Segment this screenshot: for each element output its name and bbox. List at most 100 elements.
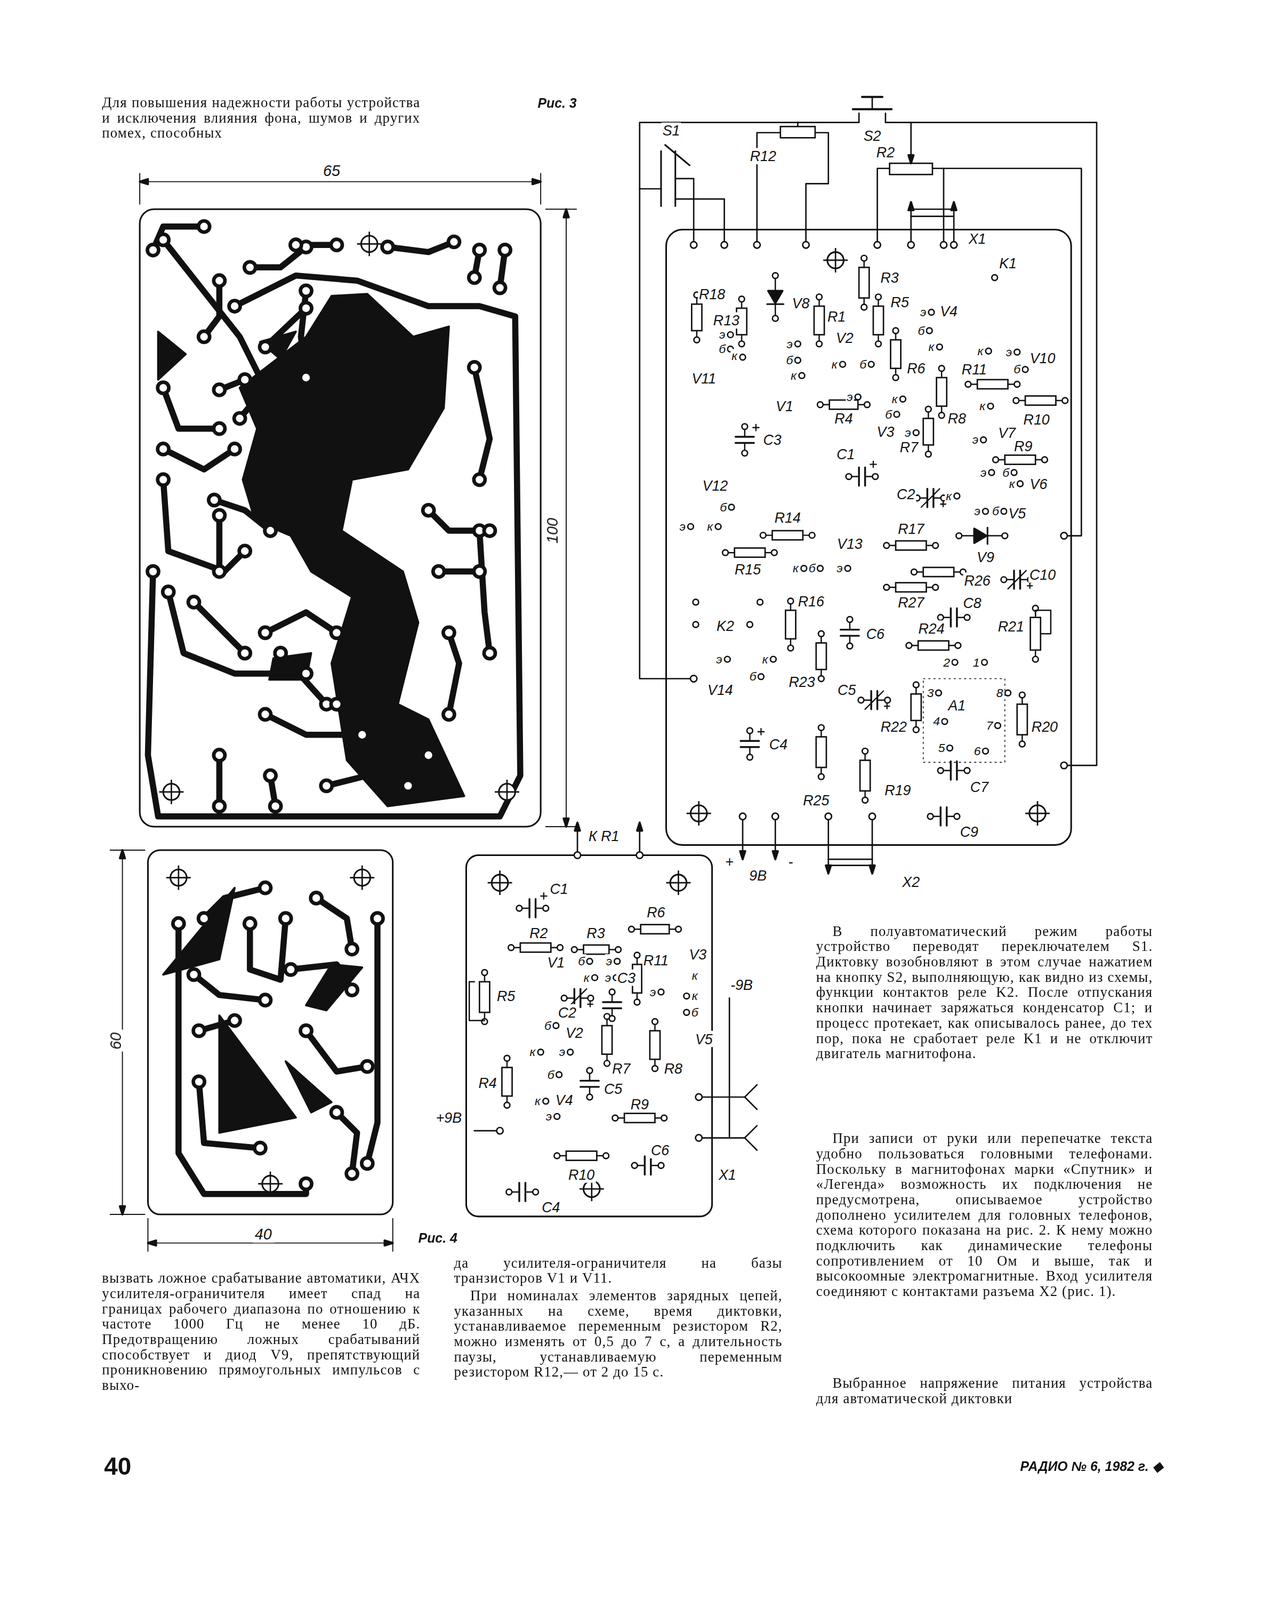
pcb-pad <box>213 749 225 761</box>
body-text: При номиналах элементов зарядных цепей, … <box>454 1287 783 1380</box>
pin-pad <box>661 1114 667 1121</box>
body-text: В полуавтоматический режим работы устрой… <box>816 923 1153 1061</box>
component-label: R27 <box>896 593 925 611</box>
pcb-trace <box>153 226 205 251</box>
pcb-pad <box>300 285 312 297</box>
diode-symbol <box>768 290 783 303</box>
pin-pad <box>1022 366 1029 373</box>
pcb-pad <box>279 912 292 924</box>
pin-label: б <box>858 357 868 372</box>
component-label: R3 <box>585 924 606 941</box>
pin-pad <box>722 549 729 556</box>
component-label: C3 <box>616 969 637 986</box>
resistor-symbol <box>583 944 610 954</box>
pin-pad <box>557 944 563 951</box>
resistor-symbol <box>772 530 803 540</box>
pcb-trace <box>474 367 490 480</box>
pcb-pad <box>275 647 287 659</box>
arrowhead <box>637 822 643 831</box>
component-label: R9 <box>1012 437 1034 455</box>
component-label: R20 <box>1030 718 1059 735</box>
pin-pad <box>770 656 777 663</box>
pin-label: 8 <box>995 685 1005 701</box>
resistor-symbol <box>520 942 551 952</box>
wire <box>943 168 945 246</box>
dimension-extension <box>545 825 577 827</box>
pin-pad <box>586 1067 593 1074</box>
pin-pad <box>746 621 753 628</box>
pin-pad <box>753 241 761 248</box>
trimmer-arrow <box>921 488 940 508</box>
board-outline <box>666 229 1072 846</box>
pin-pad <box>567 1048 574 1055</box>
pcb-pad <box>254 1141 266 1154</box>
pcb-pad <box>290 239 302 251</box>
pin-pad <box>505 1188 512 1195</box>
pcb-outline <box>147 849 393 1214</box>
pcb-trace <box>316 897 352 949</box>
pin-pad <box>693 599 699 606</box>
copper-area <box>158 331 187 380</box>
dimension-extension <box>392 1218 394 1251</box>
pin-pad <box>816 293 823 300</box>
wire <box>728 997 731 1138</box>
pin-pad <box>875 293 882 300</box>
pcb-pad <box>193 1075 205 1088</box>
pin-pad <box>862 747 868 754</box>
pin-pad <box>816 340 823 347</box>
component-label: V3 <box>688 945 709 963</box>
resistor-symbol <box>936 377 947 407</box>
polarity-mark <box>872 461 874 468</box>
pcb-pad <box>264 769 277 782</box>
component-label: C10 <box>1028 566 1057 583</box>
pin-pad <box>772 272 779 279</box>
component-label: R10 <box>567 1165 596 1183</box>
pcb-trace <box>194 974 266 1000</box>
pin-pad <box>980 436 987 443</box>
pin-pad <box>652 1018 658 1025</box>
component-label: V5 <box>694 1030 714 1048</box>
pin-pad <box>614 958 621 964</box>
pin-pad <box>1001 576 1008 583</box>
pcb-trace <box>178 923 307 1194</box>
pin-label: к <box>890 391 899 407</box>
pcb-pad <box>346 943 358 955</box>
component-label: + <box>723 853 735 870</box>
pin-label: б <box>916 323 927 339</box>
component-label: R8 <box>663 1059 684 1077</box>
component-label: R7 <box>898 438 920 456</box>
switch-contact <box>858 113 860 123</box>
pcb-pad <box>234 412 246 424</box>
pin-pad <box>873 241 881 248</box>
pin-pad <box>925 406 932 413</box>
pin-pad <box>612 1114 618 1121</box>
pin-pad <box>1060 761 1068 769</box>
switch-contact <box>885 113 887 123</box>
pin-pad <box>504 1055 511 1061</box>
pin-label: э <box>678 519 687 534</box>
component-label: V9 <box>975 548 996 566</box>
pcb-pad <box>443 708 455 720</box>
pcb-trace <box>265 612 337 633</box>
pin-pad <box>913 726 920 733</box>
pin-pad <box>609 988 616 995</box>
pin-label: 2 <box>942 654 952 670</box>
pin-label: э <box>973 503 982 519</box>
pin-pad <box>994 722 1001 729</box>
mounting-hole-cross <box>506 779 509 804</box>
pin-pad <box>1001 532 1008 539</box>
pin-pad <box>906 642 913 649</box>
pin-label: к <box>528 1044 537 1059</box>
component-label: R4 <box>833 409 854 427</box>
pin-pad <box>794 340 801 347</box>
dimension-label: 40 <box>252 1224 275 1243</box>
pin-pad <box>724 656 731 663</box>
dimension-extension <box>147 1218 149 1251</box>
resistor-symbol <box>890 339 901 369</box>
pin-label: б <box>883 406 894 422</box>
component-label: C1 <box>835 445 856 463</box>
mounting-hole-cross <box>1036 800 1039 826</box>
pin-pad <box>1041 456 1048 463</box>
pcb-pad <box>310 891 323 904</box>
pcb-pad <box>244 261 256 273</box>
